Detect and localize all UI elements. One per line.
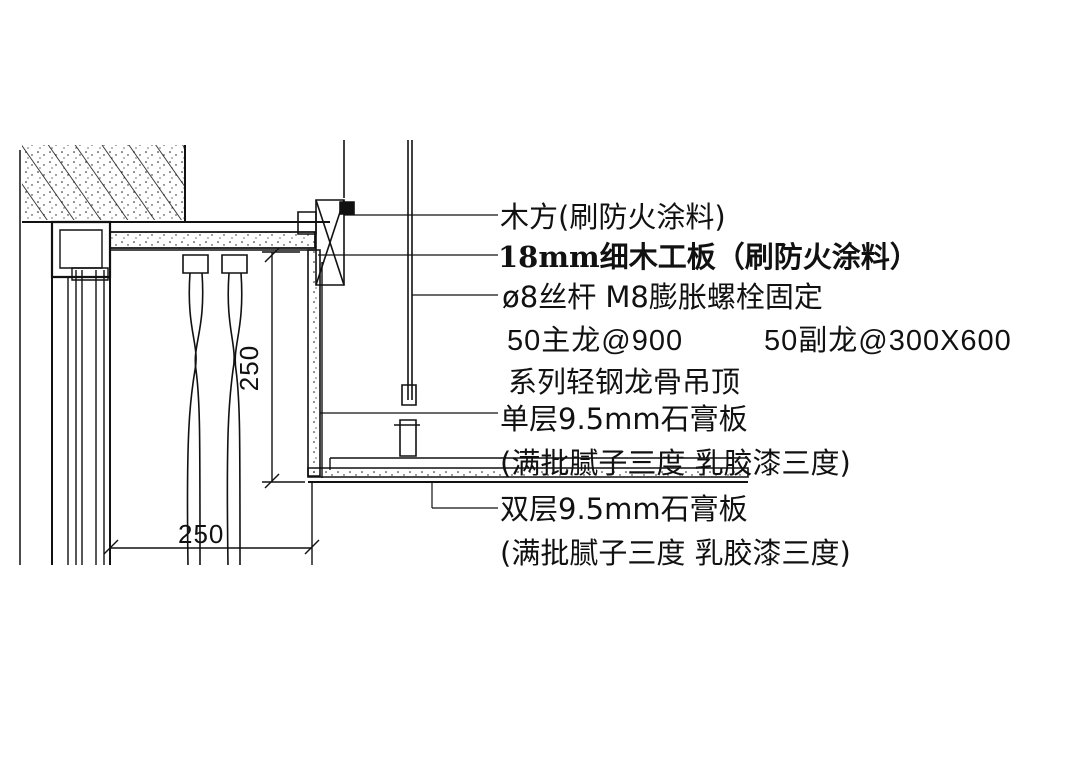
wood-block <box>298 200 354 285</box>
plywood-board <box>110 232 315 250</box>
hanging-rod <box>344 140 420 456</box>
bottom-gypsum-board <box>308 458 748 482</box>
vertical-dimension-line <box>262 248 305 488</box>
curtain-tracks <box>183 255 247 565</box>
concrete-slab <box>20 145 330 565</box>
wall-frame <box>52 222 110 565</box>
horizontal-dimension-line <box>104 482 319 565</box>
leader-lines <box>318 215 498 508</box>
side-gypsum-board <box>308 250 322 478</box>
